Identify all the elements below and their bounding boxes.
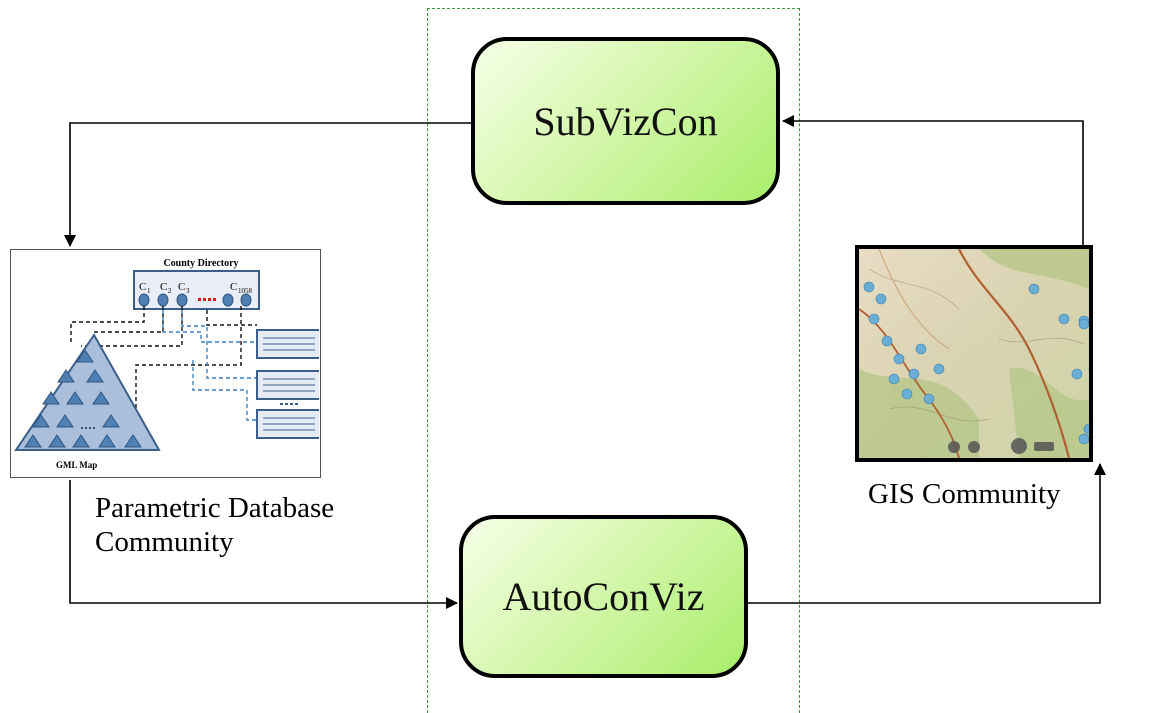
autoconviz-node: AutoConViz <box>459 515 748 678</box>
cell-sub-3: 3 <box>186 287 190 295</box>
arrow-autoconviz-to-gis <box>748 463 1106 604</box>
autoconviz-label: AutoConViz <box>502 574 705 619</box>
cell-label-1: C <box>139 281 146 293</box>
database-figure: County Directory C 1 C 2 C 3 C 1058 <box>10 249 322 478</box>
gml-hierarchy-triangle <box>14 333 161 451</box>
subvizcon-node: SubVizCon <box>471 37 780 205</box>
gis-map-thumbnail <box>855 245 1093 462</box>
cell-sub-4: 1058 <box>238 287 253 295</box>
database-illustration: County Directory C 1 C 2 C 3 C 1058 <box>14 258 322 470</box>
cell-label-3: C <box>178 281 185 293</box>
subvizcon-label: SubVizCon <box>533 98 718 144</box>
directory-title: County Directory <box>163 258 238 269</box>
map-illustration <box>859 249 1089 458</box>
arrow-subvizcon-to-database <box>64 122 471 247</box>
cell-label-2: C <box>160 281 167 293</box>
cell-sub-2: 2 <box>168 287 172 295</box>
cell-label-4: C <box>230 281 237 293</box>
record-boxes <box>256 329 322 439</box>
tool-region-boundary <box>427 8 800 713</box>
gis-community-caption: GIS Community <box>868 478 1061 510</box>
arrow-database-to-autoconviz <box>69 480 458 609</box>
gml-map-label: GML Map <box>56 460 97 470</box>
arrow-gis-to-subvizcon <box>782 115 1084 245</box>
database-community-caption: Parametric Database Community <box>95 492 335 558</box>
cell-sub-1: 1 <box>147 287 151 295</box>
